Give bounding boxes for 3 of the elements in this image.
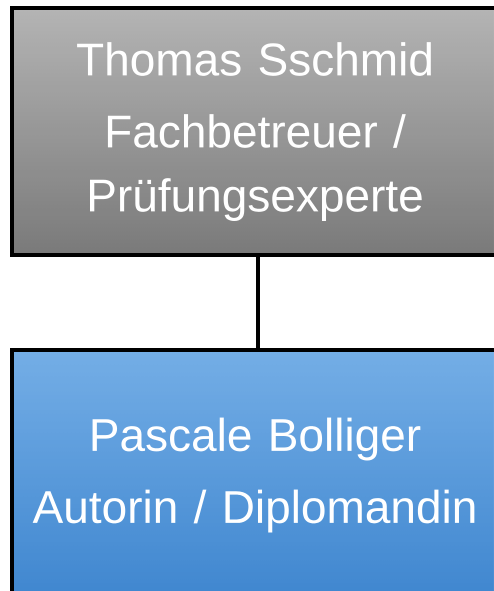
connector-line	[256, 257, 260, 348]
person-box: Pascale Bolliger Autorin / Diplomandin	[10, 348, 494, 591]
person-box: Thomas Sschmid Fachbetreuer / Prüfungsexperte	[10, 6, 494, 257]
